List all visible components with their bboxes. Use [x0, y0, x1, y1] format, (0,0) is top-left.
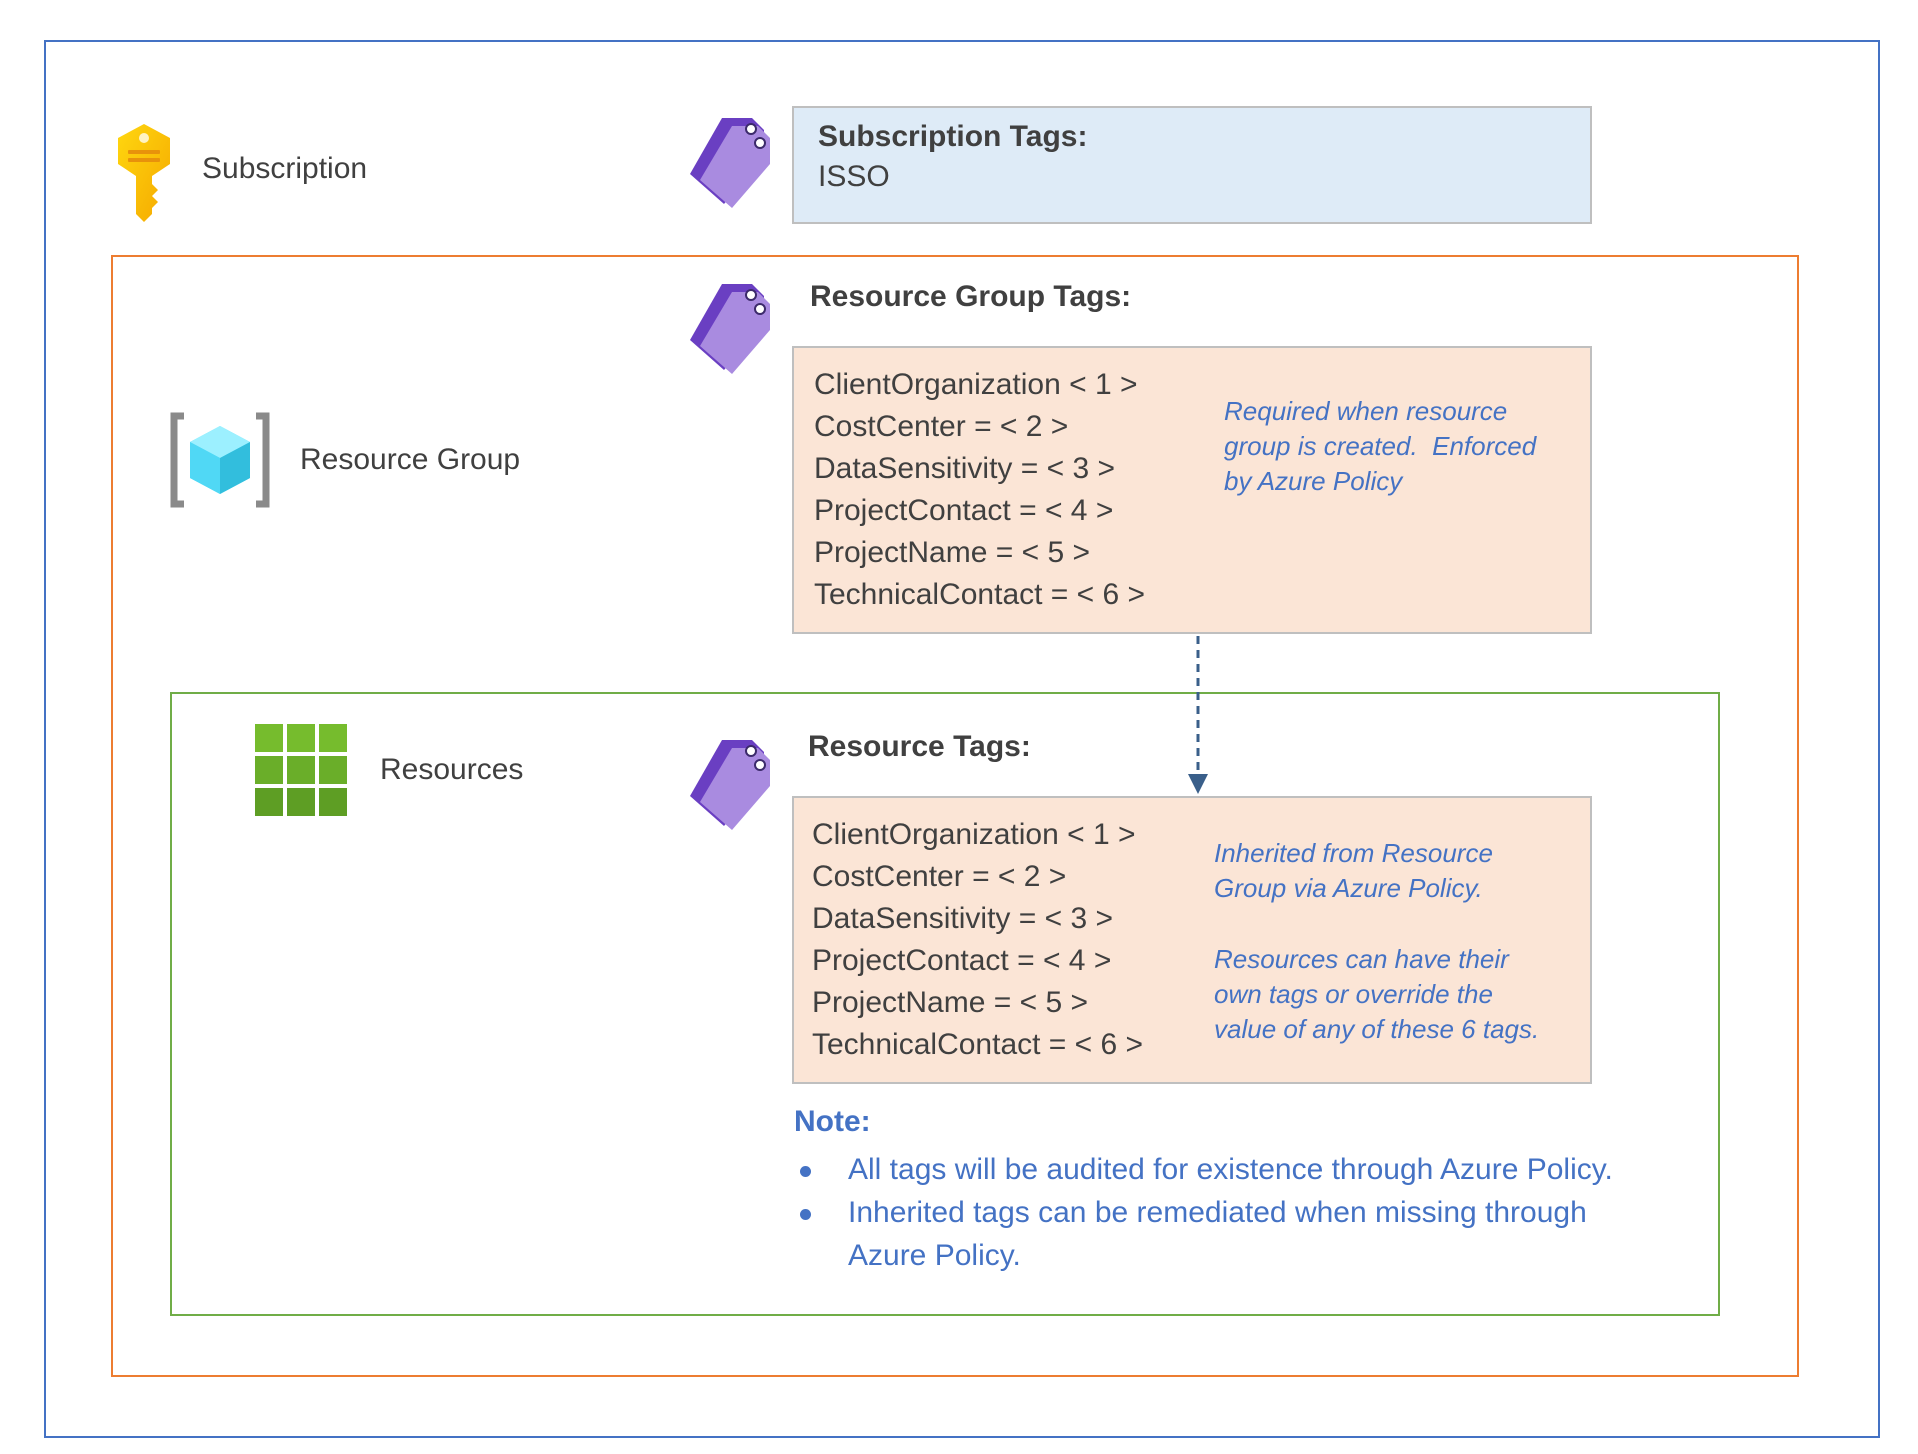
note-line: group is created. Enforced	[1224, 431, 1537, 461]
note-line: Inherited from Resource	[1214, 838, 1493, 868]
subscription-tags-title: Subscription Tags:	[818, 120, 1088, 153]
subscription-tag-icon	[688, 112, 774, 210]
subscription-frame	[44, 40, 1880, 1438]
tag-item: ClientOrganization < 1 >	[814, 368, 1138, 401]
note-line: value of any of these 6 tags.	[1214, 1014, 1540, 1044]
key-icon	[112, 124, 176, 224]
tag-item: ProjectName = < 5 >	[814, 536, 1090, 569]
tag-item: ClientOrganization < 1 >	[812, 818, 1136, 851]
subscription-tags-box: Subscription Tags: ISSO	[792, 106, 1592, 224]
note-list: All tags will be audited for existence t…	[794, 1148, 1694, 1277]
resource-group-tags-title: Resource Group Tags:	[810, 280, 1132, 313]
note-line: own tags or override the	[1214, 979, 1493, 1009]
resource-tags-override-note: Resources can have their own tags or ove…	[1214, 942, 1539, 1047]
tag-item: TechnicalContact = < 6 >	[812, 1028, 1144, 1061]
note-line: Group via Azure Policy.	[1214, 873, 1483, 903]
tag-item: DataSensitivity = < 3 >	[812, 902, 1113, 935]
subscription-tag-item: ISSO	[818, 160, 890, 193]
note-line: Resources can have their	[1214, 944, 1509, 974]
resource-tags-inherited-note: Inherited from Resource Group via Azure …	[1214, 836, 1493, 906]
tag-item: ProjectName = < 5 >	[812, 986, 1088, 1019]
resource-tag-list: ClientOrganization < 1 > CostCenter = < …	[812, 814, 1143, 1066]
tag-item: TechnicalContact = < 6 >	[814, 578, 1146, 611]
resource-group-tag-list: ClientOrganization < 1 > CostCenter = < …	[814, 364, 1145, 616]
resource-group-icon	[170, 412, 270, 508]
resources-grid-icon	[255, 724, 347, 816]
resource-tags-title: Resource Tags:	[808, 730, 1031, 763]
note-item: Inherited tags can be remediated when mi…	[794, 1191, 1668, 1277]
resources-label: Resources	[380, 753, 524, 786]
resource-tags-box: ClientOrganization < 1 > CostCenter = < …	[792, 796, 1592, 1084]
resource-tag-icon	[688, 734, 774, 832]
resources-frame	[170, 692, 1720, 1316]
resource-group-label: Resource Group	[300, 443, 521, 476]
bullet-icon	[800, 1209, 811, 1220]
note-line: Required when resource	[1224, 396, 1508, 426]
note-item-text: All tags will be audited for existence t…	[848, 1153, 1613, 1186]
bullet-icon	[800, 1166, 811, 1177]
note-item: All tags will be audited for existence t…	[794, 1148, 1694, 1191]
resource-group-tags-note: Required when resource group is created.…	[1224, 394, 1536, 499]
note-title: Note:	[794, 1105, 871, 1138]
tag-item: ProjectContact = < 4 >	[812, 944, 1112, 977]
subscription-label: Subscription	[202, 152, 368, 185]
note-item-text: Inherited tags can be remediated when mi…	[848, 1196, 1587, 1272]
note-line: by Azure Policy	[1224, 466, 1403, 496]
inheritance-arrow	[1186, 634, 1210, 796]
resource-group-tags-box: ClientOrganization < 1 > CostCenter = < …	[792, 346, 1592, 634]
tag-item: ProjectContact = < 4 >	[814, 494, 1114, 527]
tag-item: DataSensitivity = < 3 >	[814, 452, 1115, 485]
resource-group-frame	[111, 255, 1799, 1377]
tag-item: CostCenter = < 2 >	[814, 410, 1069, 443]
tag-item: CostCenter = < 2 >	[812, 860, 1067, 893]
resource-group-tag-icon	[688, 278, 774, 376]
